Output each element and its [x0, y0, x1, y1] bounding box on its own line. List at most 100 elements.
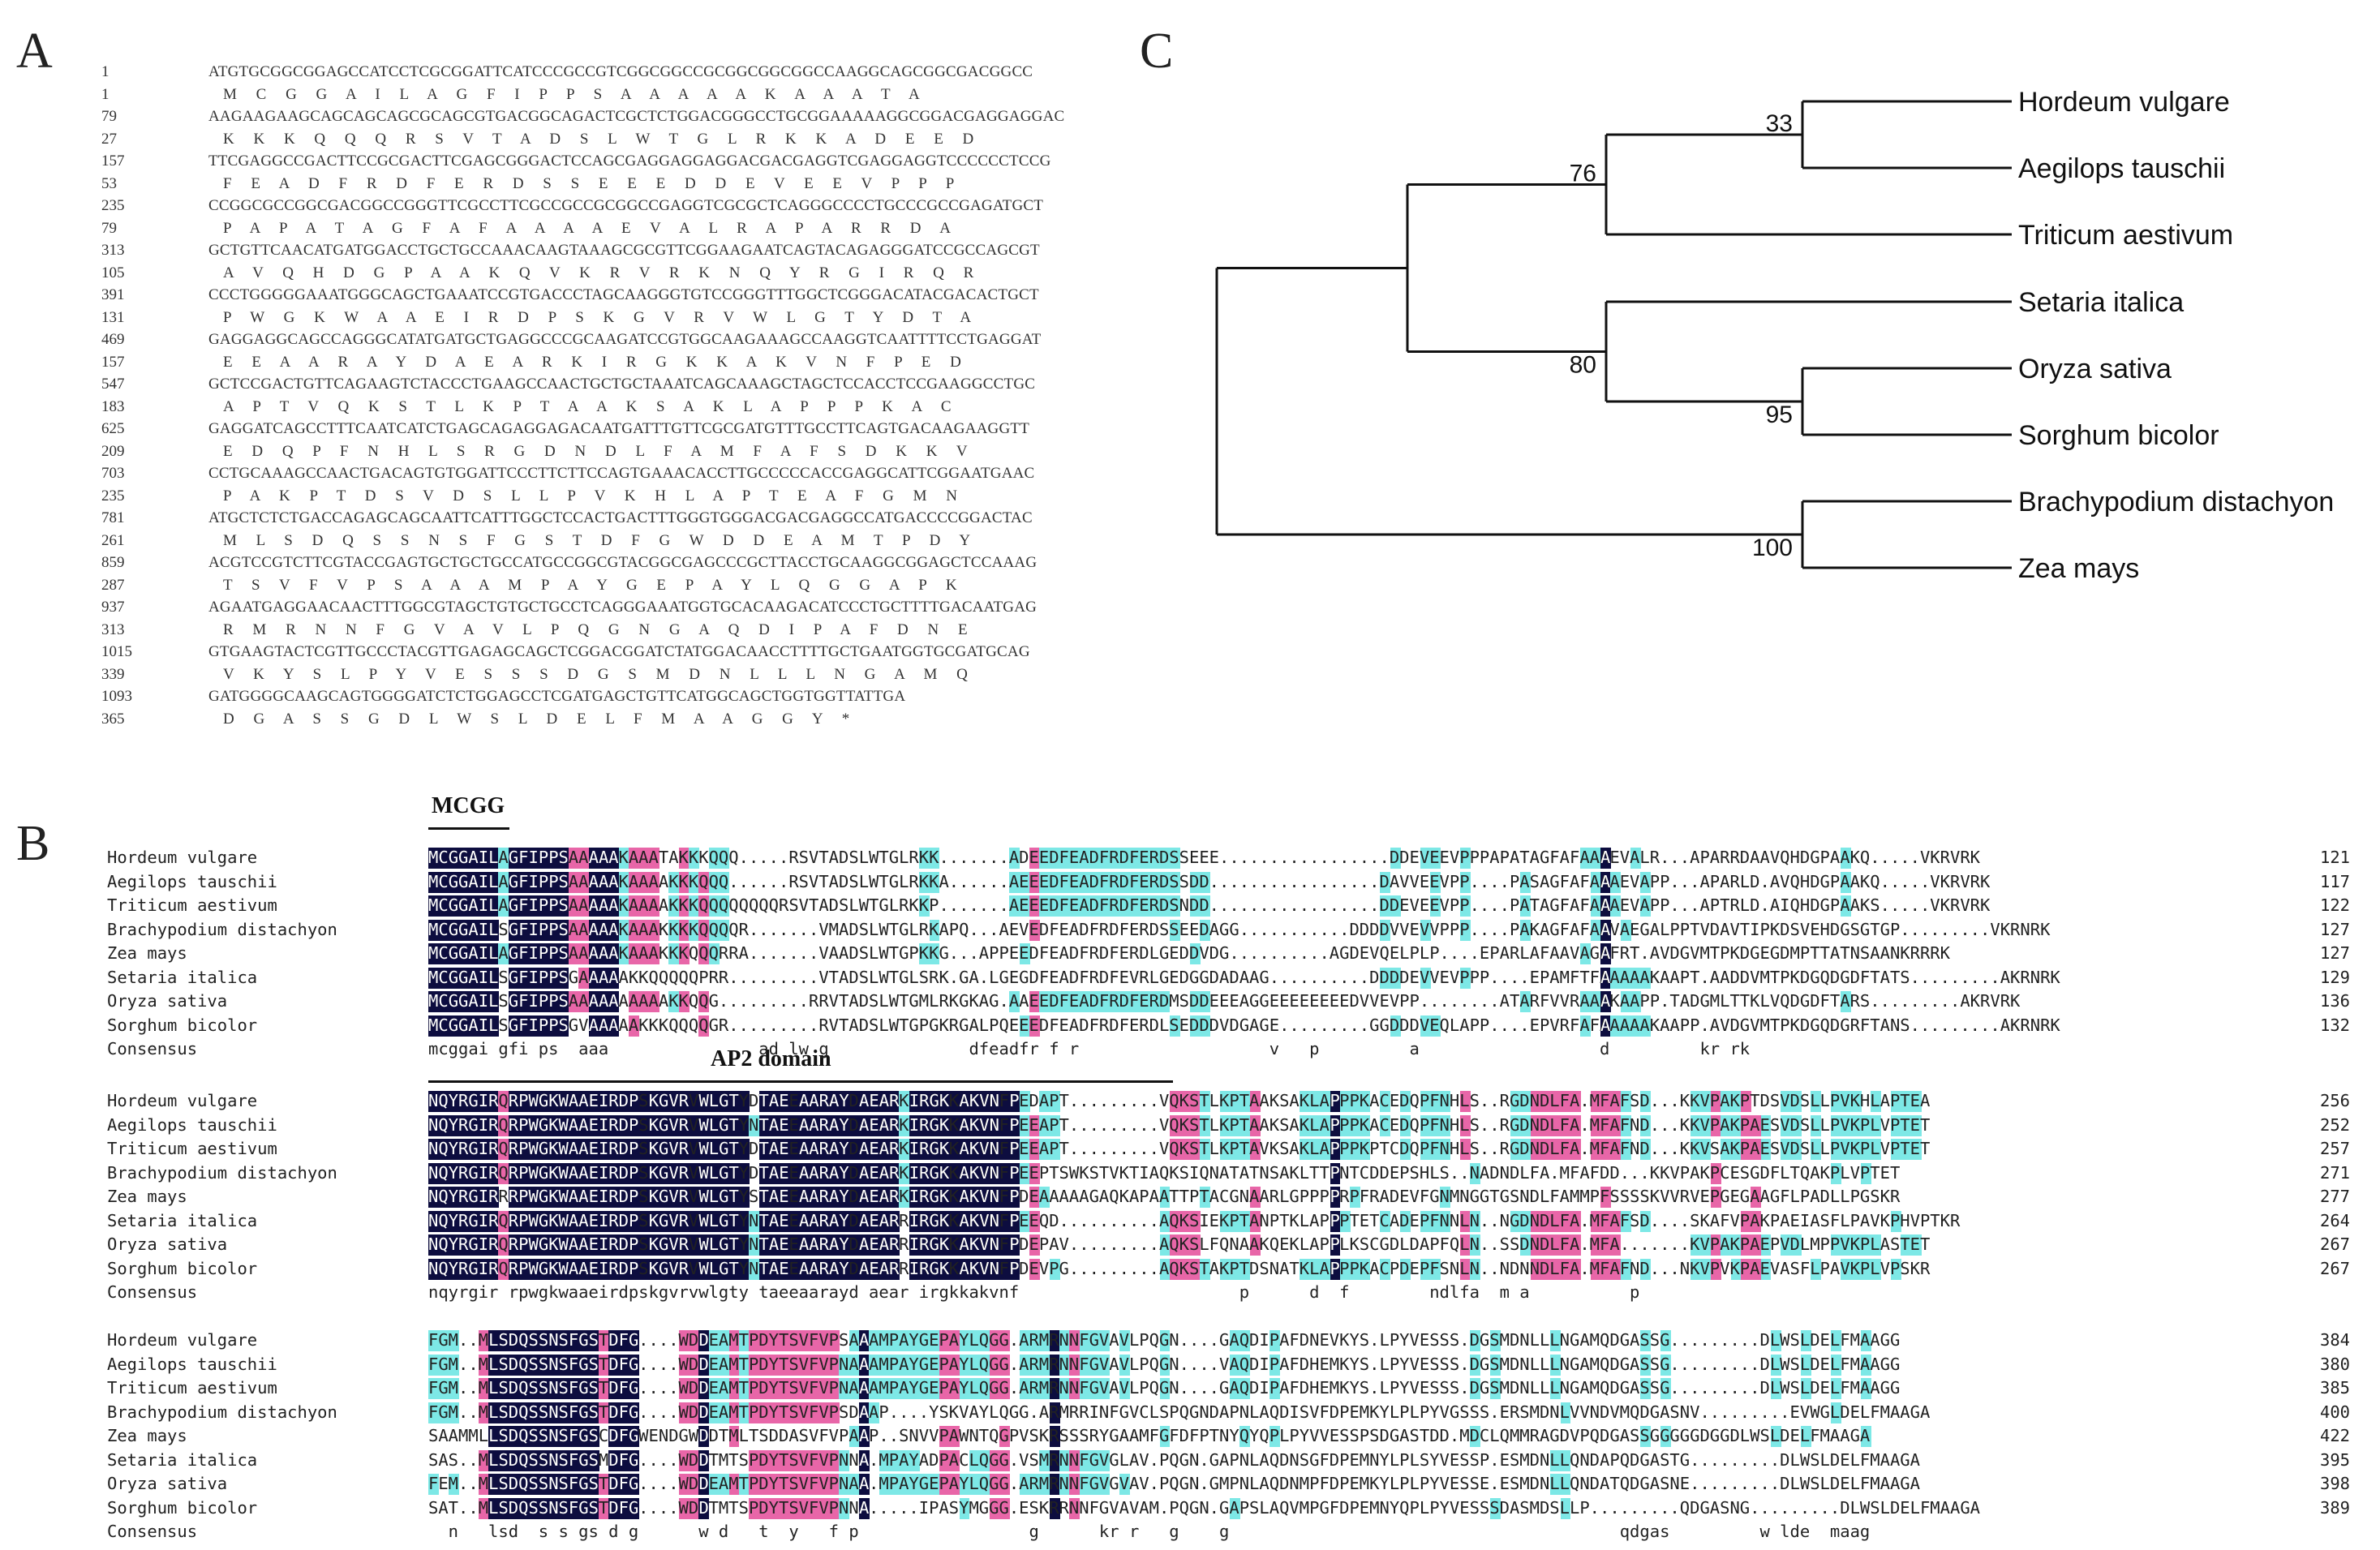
- nucleotide-sequence: TTCGAGGCCGACTTCCGCGACTTCGAGCGGGACTCCAGCG…: [208, 152, 1051, 170]
- conserved-residue: G: [468, 1091, 479, 1110]
- nucleotide-sequence: ATGTGCGGCGGAGCCATCCTCGCGGATTCATCCCGCCGTC…: [208, 63, 1033, 80]
- conserved-residue: A: [468, 848, 479, 867]
- conserved-residue: L: [488, 919, 499, 939]
- alignment-shade: [1129, 991, 1141, 1012]
- conserved-residue: T: [728, 1114, 739, 1135]
- conserved-residue: A: [768, 1162, 780, 1183]
- conserved-residue: A: [598, 967, 609, 987]
- bootstrap-value: 80: [1570, 352, 1596, 379]
- conserved-residue: N: [989, 1210, 999, 1230]
- conserved-residue: P: [548, 871, 559, 891]
- conserved-residue: A: [879, 1234, 890, 1254]
- conserved-residue: L: [488, 1015, 499, 1035]
- alignment-shade: [1019, 871, 1030, 893]
- conserved-residue: G: [508, 871, 519, 891]
- alignment-shade: [1430, 1015, 1441, 1037]
- alignment-shade: [1590, 919, 1601, 941]
- conserved-residue: N: [548, 1449, 559, 1470]
- alignment-shade: [1630, 848, 1641, 869]
- conserved-residue: G: [659, 1258, 669, 1278]
- conserved-residue: L: [708, 1139, 720, 1158]
- alignment-shade: [1059, 848, 1070, 869]
- alignment-shade: [1189, 895, 1201, 917]
- conserved-residue: G: [538, 1187, 549, 1206]
- bootstrap-value: 100: [1752, 535, 1793, 561]
- sequence-position: 209: [101, 442, 125, 460]
- alignment-shade: [588, 871, 599, 893]
- sequence-position: 391: [101, 286, 125, 303]
- residue-count: 122: [2320, 895, 2351, 915]
- conserved-residue: I: [478, 871, 489, 891]
- conserved-residue: T: [758, 1114, 769, 1135]
- alignment-shade: [1390, 895, 1401, 917]
- conserved-residue: I: [528, 991, 539, 1011]
- conserved-residue: I: [598, 1210, 609, 1230]
- conserved-residue: K: [939, 1162, 950, 1183]
- alignment-shade: [538, 967, 549, 989]
- conserved-residue: M: [428, 991, 439, 1011]
- conserved-residue: G: [929, 1114, 939, 1135]
- conserved-residue: G: [659, 1114, 669, 1135]
- alignment-shade: [1089, 895, 1101, 917]
- conserved-residue: R: [818, 1162, 829, 1183]
- conserved-residue: A: [768, 1258, 780, 1278]
- conserved-residue: P: [629, 1114, 639, 1135]
- conserved-residue: Q: [518, 1378, 529, 1398]
- conserved-residue: D: [698, 1378, 709, 1398]
- alignment-shade: [708, 895, 720, 917]
- tree-leaf-label: Setaria italica: [2018, 287, 2184, 318]
- alignment-shade: [708, 848, 720, 869]
- alignment-shade: [468, 967, 479, 989]
- alignment-shade: [438, 848, 449, 869]
- alignment-shade: [608, 1015, 620, 1037]
- conserved-residue: G: [629, 1402, 639, 1422]
- species-name: Triticum aestivum: [107, 1378, 277, 1398]
- alignment-shade: [1600, 967, 1611, 989]
- conserved-residue: P: [1009, 1258, 1020, 1278]
- alignment-shade: [1189, 871, 1201, 893]
- alignment-shade: [598, 991, 609, 1012]
- conserved-residue: C: [438, 871, 449, 891]
- alignment-shade: [1019, 1015, 1030, 1037]
- alignment-shade: [1089, 871, 1101, 893]
- alignment-shade: [629, 1015, 639, 1037]
- conserved-residue: T: [728, 1234, 739, 1254]
- conserved-residue: V: [668, 1091, 679, 1110]
- alignment-shade: [438, 919, 449, 941]
- conserved-residue: A: [829, 1162, 840, 1183]
- conserved-residue: D: [698, 1426, 709, 1445]
- alignment-shade: [1600, 848, 1611, 869]
- conserved-residue: S: [538, 1402, 549, 1422]
- conserved-residue: G: [458, 967, 469, 987]
- alignment-shade: [1169, 871, 1180, 893]
- conserved-residue: W: [698, 1139, 709, 1158]
- conserved-residue: L: [708, 1258, 720, 1278]
- conserved-residue: S: [538, 1354, 549, 1374]
- conserved-residue: T: [758, 1187, 769, 1206]
- alignment-shade: [478, 871, 489, 893]
- alignment-shade: [498, 848, 509, 869]
- alignment-shade: [428, 871, 439, 893]
- conserved-residue: D: [698, 1330, 709, 1350]
- conserved-residue: A: [859, 1330, 870, 1350]
- conserved-residue: A: [809, 1234, 819, 1254]
- conserved-residue: Q: [518, 1474, 529, 1493]
- alignment-shade: [1189, 943, 1201, 964]
- conserved-residue: F: [618, 1378, 629, 1398]
- conserved-residue: A: [578, 1258, 589, 1278]
- conserved-residue: P: [1330, 1091, 1340, 1110]
- conserved-residue: S: [588, 1378, 599, 1398]
- species-name: Hordeum vulgare: [107, 848, 258, 867]
- panel-label-c: C: [1140, 24, 1174, 79]
- conserved-residue: A: [959, 1091, 969, 1110]
- conserved-residue: V: [979, 1258, 990, 1278]
- sequence-position: 313: [101, 620, 125, 638]
